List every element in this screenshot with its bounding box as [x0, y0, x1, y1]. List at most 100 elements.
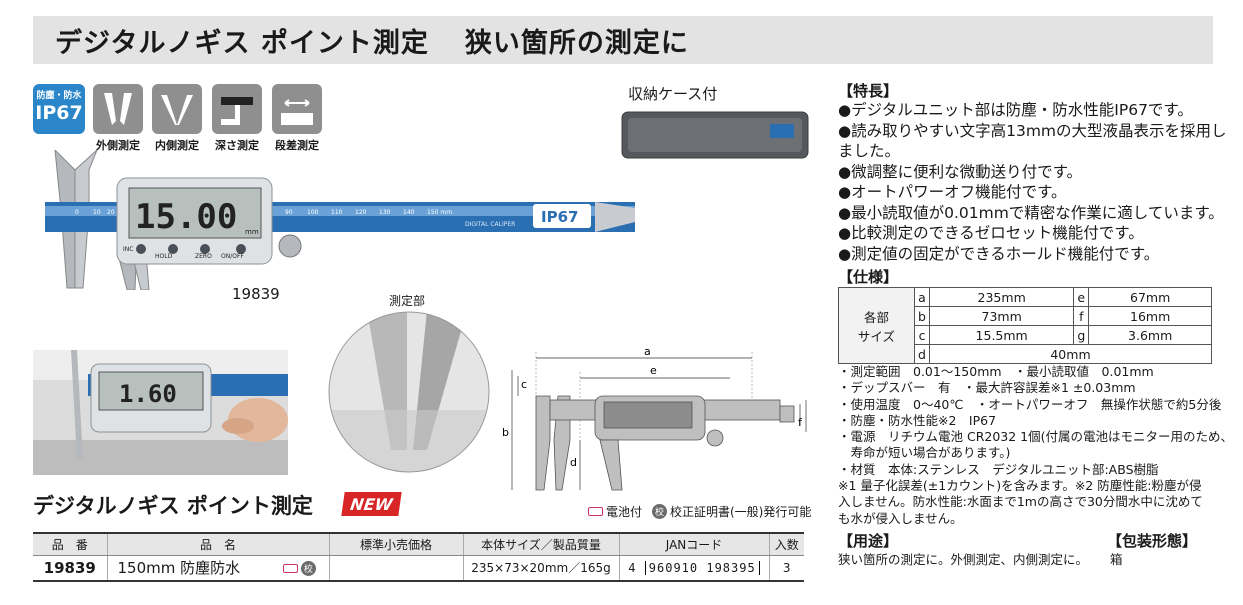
- scale-tick: 140: [403, 209, 415, 216]
- product-code: 19839: [33, 555, 107, 582]
- zero-button-label: ZERO: [195, 253, 212, 260]
- size-key: d: [914, 344, 930, 364]
- size-value: 73mm: [928, 306, 1075, 326]
- product-qty: 3: [768, 555, 804, 582]
- battery-legend: 電池付: [588, 503, 642, 520]
- page-title: デジタルノギス ポイント測定 狭い箇所の測定に: [33, 16, 1213, 64]
- col-header: 入数: [768, 532, 804, 556]
- col-header: 標準小売価格: [328, 532, 463, 556]
- lcd-reading-2: 1.60: [119, 380, 177, 408]
- outside-measure-icon: [93, 84, 143, 134]
- scale-tick: 110: [331, 209, 343, 216]
- spec-size-table: 各部サイズ a 235mm e 67mm b 73mm f 16mm c 15.…: [838, 287, 1212, 364]
- size-key: e: [1073, 287, 1090, 307]
- onoff-button-label: ON/OFF: [221, 253, 244, 260]
- depth-measure-icon: [212, 84, 262, 134]
- lcd-reading: 15.00: [135, 197, 237, 237]
- step-measure-feature: 段差測定: [272, 84, 322, 153]
- feature-item: ●オートパワーオフ機能付です。: [838, 183, 1067, 201]
- spec-note: も水が侵入しません。: [838, 510, 963, 526]
- spec-note: ・電源 リチウム電池 CR2032 1個(付属の電池はモニター用のため、: [838, 429, 1234, 445]
- col-header: 品 名: [106, 532, 329, 556]
- packaging-heading: 【包装形態】: [1107, 532, 1198, 550]
- title-part-1: デジタルノギス ポイント測定: [55, 27, 429, 59]
- size-value: 3.6mm: [1088, 325, 1212, 345]
- product-price: [328, 555, 463, 582]
- scale-tick: 130: [379, 209, 391, 216]
- product-size: 235×73×20mm／165g: [462, 555, 619, 582]
- scale-tick: 20: [107, 209, 115, 216]
- col-header: 品 番: [33, 532, 107, 556]
- feature-item: ●デジタルユニット部は防塵・防水性能IP67です。: [838, 101, 1193, 119]
- ip67-badge: 防塵・防水 IP67: [33, 84, 85, 134]
- brand-label: IP67: [541, 208, 578, 226]
- certificate-icon: 校: [300, 561, 316, 577]
- product-table: 品 番 品 名 標準小売価格 本体サイズ／製品質量 JANコード 入数 1983…: [33, 532, 804, 582]
- outside-measure-label: 外側測定: [96, 139, 140, 152]
- spec-note: 寿命が短い場合があります。): [838, 445, 1011, 461]
- spec-note: ・デップスバー 有 ・最大許容誤差※1 ±0.03mm: [838, 380, 1136, 396]
- scale-tick: 90: [285, 209, 293, 216]
- spec-heading: 【仕様】: [838, 268, 899, 286]
- depth-measure-label: 深さ測定: [215, 139, 259, 152]
- features-list: ●デジタルユニット部は防塵・防水性能IP67です。 ●読み取りやすい文字高13m…: [838, 100, 1228, 264]
- model-number-caption: 19839: [232, 285, 280, 303]
- size-key: g: [1073, 325, 1090, 345]
- spec-note: ・使用温度 0〜40℃ ・オートパワーオフ 無操作状態で約5分後: [838, 396, 1222, 412]
- scale-label: DIGITAL CALIPER: [465, 221, 515, 228]
- col-header: 本体サイズ／製品質量: [462, 532, 619, 556]
- certificate-icon: 校: [652, 504, 667, 519]
- usage-text: 狭い箇所の測定に。外側測定、内側測定に。: [838, 552, 1089, 567]
- dim-label-a: a: [644, 345, 651, 358]
- ip67-small-label: 防塵・防水: [36, 91, 82, 101]
- dim-label-b: b: [502, 426, 509, 439]
- inside-measure-icon: [152, 84, 202, 134]
- spec-note: ・防塵・防水性能※2 IP67: [838, 412, 997, 428]
- case-caption: 収納ケース付: [628, 85, 718, 103]
- spec-notes: ・測定範囲 0.01〜150mm ・最小読取値 0.01mm ・デップスバー 有…: [838, 364, 1234, 527]
- scale-tick: 10: [93, 209, 101, 216]
- dim-label-f: f: [798, 416, 803, 429]
- dim-label-e: e: [650, 364, 657, 377]
- spec-note: ・材質 本体:ステンレス デジタルユニット部:ABS樹脂: [838, 461, 1159, 477]
- caliper-photo: 0 10 20 90 100 110 120 130 140 150 mm DI…: [45, 150, 635, 290]
- scale-tick: 0: [75, 209, 79, 216]
- size-value: 67mm: [1088, 287, 1212, 307]
- storage-case-photo: [621, 111, 809, 159]
- size-value: 16mm: [1088, 306, 1212, 326]
- spec-note: ※1 量子化誤差(±1カウント)を含みます。※2 防塵性能:粉塵が侵: [838, 478, 1202, 494]
- size-row-head: 各部サイズ: [838, 287, 915, 364]
- packaging-text: 箱: [1110, 552, 1123, 567]
- step-measure-label: 段差測定: [275, 139, 319, 152]
- size-value: 15.5mm: [928, 325, 1075, 345]
- dim-label-d: d: [570, 456, 577, 469]
- feature-item: ●微調整に便利な微動送り付です。: [838, 162, 1083, 181]
- feature-item: ●最小読取値が0.01mmで精密な作業に適しています。: [838, 203, 1224, 222]
- detail-caption: 測定部: [389, 294, 426, 308]
- size-value: 235mm: [928, 287, 1075, 307]
- size-key: f: [1073, 306, 1090, 326]
- features-heading: 【特長】: [838, 82, 899, 100]
- lcd-unit: mm: [245, 228, 259, 236]
- title-part-2: 狭い箇所の測定に: [464, 27, 689, 59]
- ip67-large-label: IP67: [35, 102, 83, 124]
- jan-code: 4 960910 198395: [618, 555, 769, 582]
- size-key: b: [914, 306, 930, 326]
- scale-tick: 100: [307, 209, 319, 216]
- dimension-diagram: a e c b d g f: [502, 345, 807, 491]
- depth-measure-feature: 深さ測定: [212, 84, 262, 153]
- certificate-legend: 校 校正証明書(一般)発行可能: [652, 503, 811, 520]
- feature-item: ●読み取りやすい文字高13mmの大型液晶表示を採用しました。: [838, 121, 1227, 161]
- size-value: 40mm: [929, 344, 1212, 364]
- usage-photo: 1.60: [33, 350, 288, 475]
- inside-measure-label: 内側測定: [155, 139, 199, 152]
- usage-heading: 【用途】: [838, 532, 899, 550]
- outside-measure-feature: 外側測定: [93, 84, 143, 153]
- spec-note: 入しません。防水性能:水面まで1mの高さで30分間水中に沈めて: [838, 494, 1203, 510]
- size-key: a: [914, 287, 930, 307]
- dim-label-c: c: [521, 378, 527, 391]
- measuring-jaw-detail: [328, 311, 490, 473]
- battery-icon: [588, 507, 603, 516]
- feature-item: ●測定値の固定ができるホールド機能付です。: [838, 244, 1160, 263]
- scale-tick: 120: [355, 209, 367, 216]
